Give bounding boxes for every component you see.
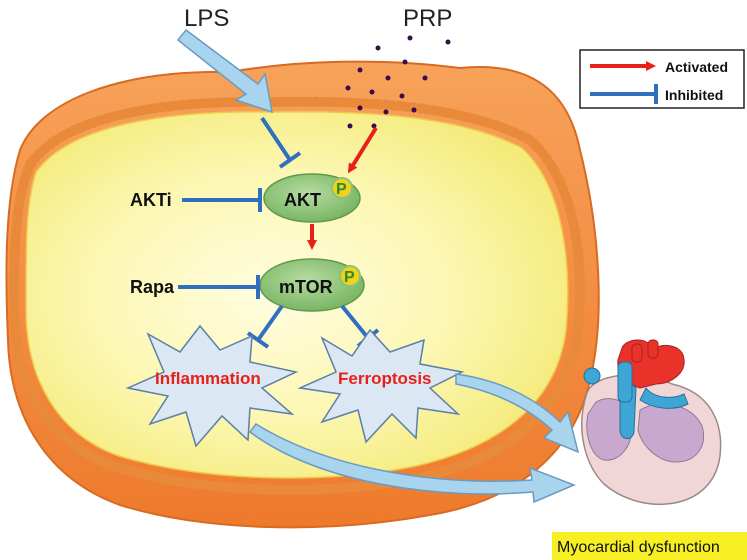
legend: Activated Inhibited [579,49,745,109]
prp-label: PRP [403,5,452,32]
result-label-bg [552,532,747,560]
rapa-label: Rapa [130,277,175,297]
inflammation-burst [125,324,299,448]
mtor-inhibit-inflammation-line [256,304,284,342]
legend-box [579,49,745,109]
prp-activate-arrow [347,126,378,174]
mtor-phospho-label: P [344,269,355,286]
akt-label: AKT [284,190,321,210]
akt-phospho-label: P [336,181,347,198]
lps-inhibit-line [260,116,292,162]
prp-particles [345,35,451,129]
lps-label: LPS [184,5,229,32]
mtor-label: mTOR [279,277,333,297]
inflammation-to-heart-arrow [248,423,576,504]
legend-activated-label: Activated [665,59,728,75]
inflammation-label: Inflammation [155,369,261,388]
cell-membrane [8,96,586,495]
result-label: Myocardial dysfunction [557,539,720,556]
ferroptosis-label: Ferroptosis [338,369,432,388]
legend-inhibited-label: Inhibited [665,87,723,103]
lps-inhibit-bar [278,151,302,169]
lps-arrow [176,28,273,114]
mtor-inhibit-inflammation-bar [246,331,270,349]
mtor-inhibit-ferroptosis-line [340,304,370,340]
akti-label: AKTi [130,190,172,210]
akt-phospho-badge [331,177,353,199]
ferroptosis-burst [297,328,465,444]
mtor-phospho-badge [339,265,361,287]
ferroptosis-to-heart-arrow [455,373,580,454]
heart-icon [581,339,722,506]
